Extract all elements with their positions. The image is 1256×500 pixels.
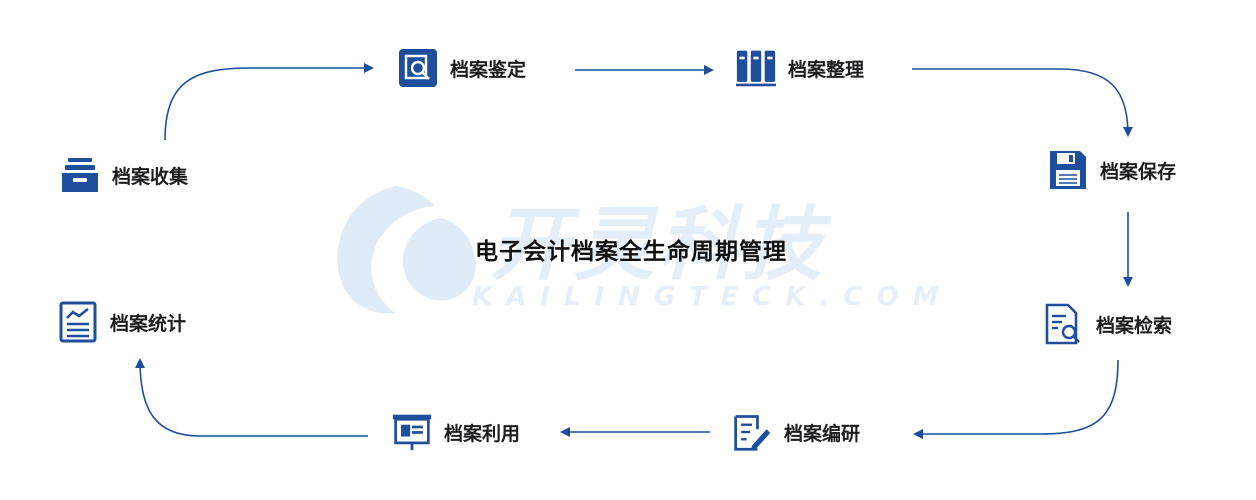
arrow-search-to-research	[913, 359, 1119, 439]
node-label: 档案检索	[1096, 314, 1173, 337]
node-label: 档案收集	[112, 165, 189, 188]
node-appraise: 档案鉴定	[398, 48, 526, 88]
node-statistics: 档案统计	[58, 301, 187, 343]
binders-icon	[736, 48, 776, 88]
watermark-logo	[337, 186, 476, 314]
watermark-text: 开灵科技	[490, 198, 826, 291]
node-label: 档案利用	[444, 422, 521, 445]
watermark-subtext: KAILINGTECK.COM	[472, 282, 953, 312]
node-label: 档案鉴定	[450, 58, 527, 81]
presentation-board-icon	[392, 412, 432, 452]
node-label: 档案编研	[784, 422, 861, 445]
node-collect: 档案收集	[60, 155, 188, 195]
floppy-save-icon	[1048, 150, 1088, 190]
node-label: 档案整理	[788, 58, 865, 81]
node-label: 档案统计	[110, 312, 187, 335]
inbox-tray-icon	[60, 155, 100, 195]
magnifier-document-icon	[398, 48, 438, 88]
edit-document-icon	[732, 412, 772, 452]
document-search-icon	[1044, 303, 1084, 345]
diagram-title: 电子会计档案全生命周期管理	[475, 239, 787, 265]
chart-document-icon	[58, 301, 98, 343]
node-search: 档案检索	[1044, 303, 1173, 345]
arrow-utilize-to-statistics	[135, 358, 368, 437]
arrow-collect-to-appraise	[164, 63, 374, 141]
node-research: 档案编研	[732, 412, 860, 452]
node-store: 档案保存	[1048, 150, 1176, 190]
node-arrange: 档案整理	[736, 48, 864, 88]
arrow-arrange-to-store	[912, 68, 1133, 137]
node-label: 档案保存	[1100, 160, 1177, 183]
node-utilize: 档案利用	[392, 412, 520, 452]
